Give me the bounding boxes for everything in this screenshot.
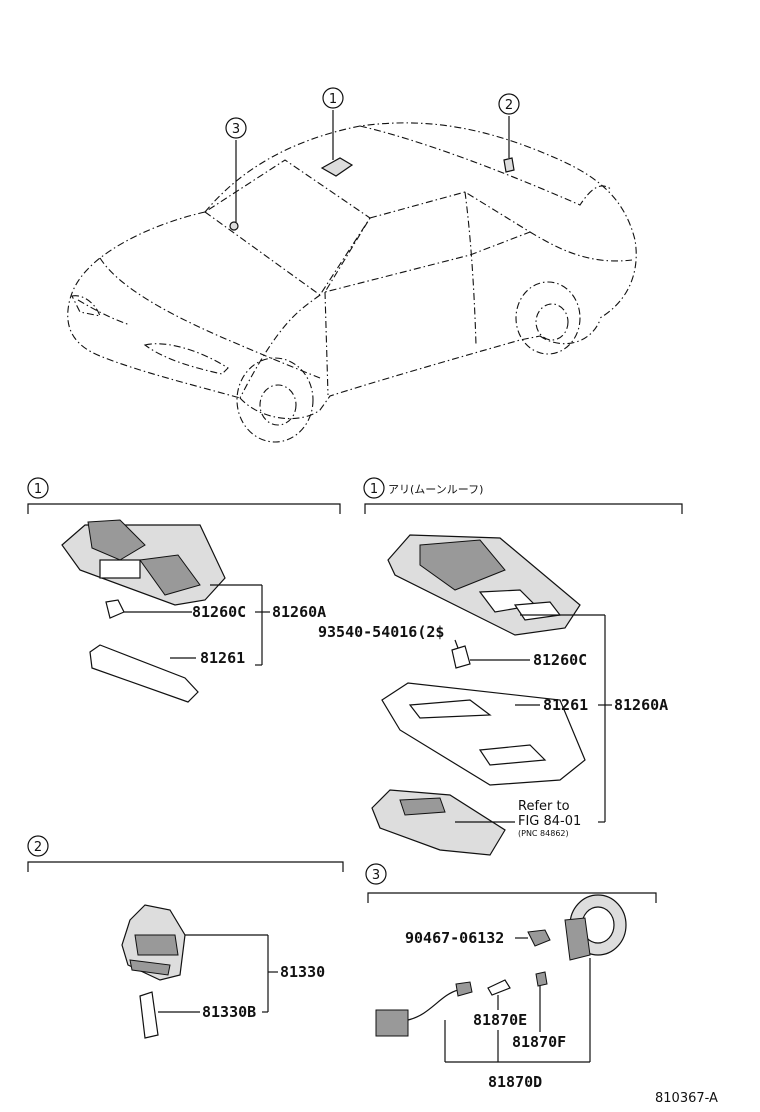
callout-1-circle bbox=[322, 87, 344, 109]
callout-2: 2 bbox=[505, 98, 513, 113]
section-2-marker: 2 bbox=[34, 840, 42, 855]
label-81870d: 81870D bbox=[488, 1073, 542, 1091]
section-3-marker: 3 bbox=[372, 868, 380, 883]
bulb-81330b bbox=[139, 991, 159, 1039]
section-1b-bracket bbox=[364, 503, 683, 514]
callout-1: 1 bbox=[329, 92, 337, 107]
label-81260a: 81260A bbox=[272, 603, 326, 621]
callout-3-circle bbox=[225, 117, 247, 139]
label-81260c: 81260C bbox=[192, 603, 246, 621]
moonroof-note: アリ(ムーンルーフ) bbox=[388, 483, 483, 496]
label-81261: 81261 bbox=[200, 649, 245, 667]
bulb-81870f bbox=[535, 971, 548, 987]
bulb-81260c-moonroof bbox=[451, 645, 471, 669]
label-93540: 93540-54016(2$ bbox=[318, 623, 444, 641]
figure-id: 810367-A bbox=[655, 1091, 718, 1106]
screw-90467 bbox=[527, 929, 551, 947]
label-81870e: 81870E bbox=[473, 1011, 527, 1029]
section-1-marker: 1 bbox=[34, 482, 42, 497]
label-81870f: 81870F bbox=[512, 1033, 566, 1051]
bulb-81260c bbox=[105, 599, 125, 619]
section-1b-marker: 1 bbox=[370, 482, 378, 497]
label-81260a-moonroof: 81260A bbox=[614, 696, 668, 714]
label-81330b: 81330B bbox=[202, 1003, 256, 1021]
section-1b-marker-circle bbox=[363, 477, 385, 499]
section-2: 2 81330 81330B bbox=[27, 835, 344, 1039]
lens-81261 bbox=[89, 644, 199, 703]
section-3: 3 90467-06132 81870E 81870F 81870D bbox=[365, 863, 657, 1091]
label-81261-moonroof: 81261 bbox=[543, 696, 588, 714]
callout-2-circle bbox=[498, 93, 520, 115]
section-2-bracket bbox=[27, 861, 344, 872]
label-81330: 81330 bbox=[280, 963, 325, 981]
refer-to-label: Refer to bbox=[518, 799, 570, 814]
section-3-marker-circle bbox=[365, 863, 387, 885]
callout-3: 3 bbox=[232, 122, 240, 137]
section-1-moonroof: 1 アリ(ムーンルーフ) 93540-54016(2$ 81260C 81261… bbox=[318, 477, 683, 856]
section-1-standard: 1 81260C 81260A 81261 bbox=[27, 477, 341, 703]
refer-fig-label: FIG 84-01 bbox=[518, 814, 581, 829]
connector bbox=[375, 1009, 409, 1037]
bulb-81870e bbox=[487, 979, 511, 996]
car-illustration: 1 2 3 bbox=[67, 87, 637, 443]
label-90467: 90467-06132 bbox=[405, 929, 504, 947]
section-3-bracket bbox=[367, 892, 657, 903]
section-1-marker-circle bbox=[27, 477, 49, 499]
section-1-bracket bbox=[27, 503, 341, 514]
label-81260c-moonroof: 81260C bbox=[533, 651, 587, 669]
section-2-marker-circle bbox=[27, 835, 49, 857]
refer-pnc-label: (PNC 84862) bbox=[518, 829, 569, 838]
